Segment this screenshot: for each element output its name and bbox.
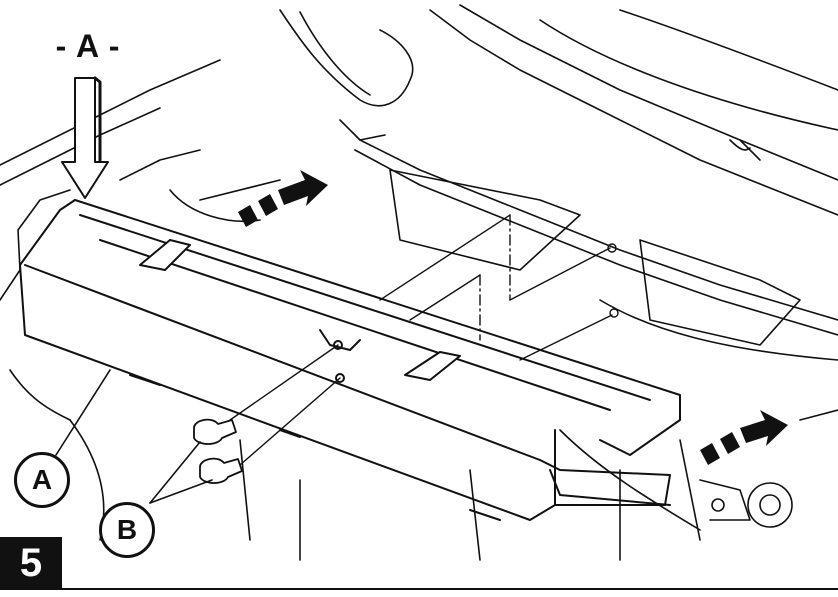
view-label: - A - — [55, 28, 121, 64]
view-direction-arrow — [61, 76, 109, 199]
vehicle-body-structure — [0, 4, 838, 561]
air-duct-part-a — [19, 199, 681, 521]
callout-b: B — [99, 502, 155, 558]
alignment-lines — [229, 214, 619, 466]
callout-leaders — [55, 369, 213, 504]
airflow-arrow-top — [238, 170, 328, 227]
step-number-badge: 5 — [0, 537, 62, 589]
bottom-divider — [0, 588, 838, 590]
push-rivets-part-b — [193, 418, 243, 484]
airflow-arrow-bottom — [700, 410, 788, 465]
callout-a: A — [14, 452, 70, 508]
rear-connector-bracket — [699, 479, 793, 528]
